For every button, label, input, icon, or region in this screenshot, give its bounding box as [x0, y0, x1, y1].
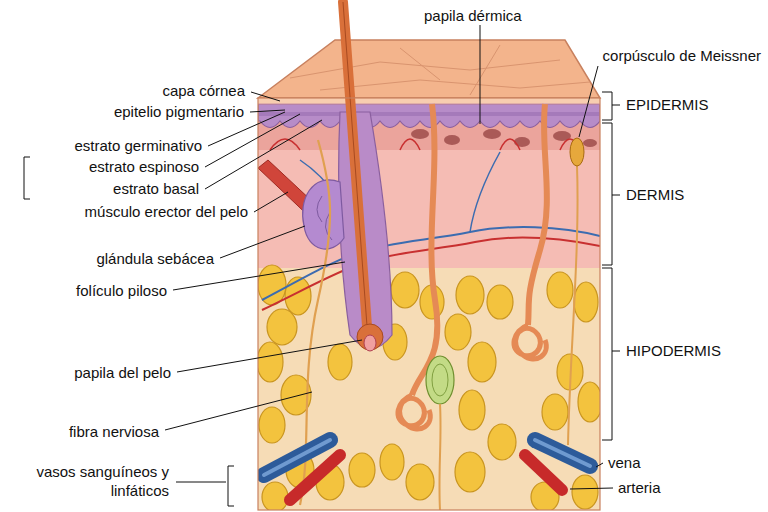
part-label: folículo piloso	[75, 282, 168, 301]
skin-crease	[290, 45, 590, 95]
leader-line	[177, 340, 362, 372]
artery	[290, 455, 340, 500]
fat-lobule	[445, 314, 471, 350]
hair-papilla	[364, 335, 376, 351]
leader-line	[251, 92, 280, 101]
leader-line	[254, 192, 288, 212]
vein	[535, 440, 590, 466]
dermal-dot	[444, 135, 460, 145]
leader-line	[176, 482, 226, 483]
dermal-dot	[411, 129, 429, 139]
layer-boundary	[258, 104, 600, 105]
bracket	[602, 92, 620, 120]
leader-line	[220, 226, 305, 258]
region-label: EPIDERMIS	[625, 96, 710, 115]
layer-label: epitelio pigmentario	[113, 103, 245, 122]
hair-core	[343, 2, 367, 326]
region-label: HIPODERMIS	[625, 342, 722, 361]
leader-line	[205, 120, 322, 189]
fat-lobule	[391, 272, 419, 308]
hypodermis-layer	[258, 268, 600, 510]
corpuscle-layer	[432, 364, 448, 396]
part-label: papila del pelo	[73, 364, 172, 383]
fat-lobule	[547, 272, 573, 308]
sweat-gland	[514, 325, 546, 359]
sweat-gland	[398, 395, 430, 429]
leader-line	[579, 66, 598, 137]
bracket	[602, 123, 620, 265]
fat-lobule	[262, 482, 288, 510]
dermal-dot	[483, 129, 501, 139]
fat-lobule	[455, 452, 485, 492]
fat-lobule	[456, 276, 484, 314]
fat-lobule	[406, 464, 434, 500]
pacini-corpuscle	[426, 356, 454, 404]
basal-stratum	[258, 112, 600, 116]
layer-label: estrato basal	[112, 180, 200, 199]
layer-label: capa córnea	[161, 82, 246, 101]
part-label: vena	[607, 454, 642, 473]
fat-lobule	[258, 342, 283, 382]
leader-line	[205, 114, 300, 167]
fat-lobule	[267, 309, 297, 345]
leader-line	[165, 392, 312, 430]
fat-lobule	[578, 382, 600, 422]
fat-lobule	[487, 285, 513, 319]
fat-lobule	[380, 444, 404, 480]
part-label: papila dérmica	[423, 7, 523, 26]
layer-label: estrato espinoso	[88, 158, 200, 177]
part-label: músculo erector del pelo	[84, 203, 249, 222]
region-label: DERMIS	[625, 186, 685, 205]
fat-lobule	[572, 475, 598, 509]
fat-lobule	[459, 390, 485, 430]
fat-lobule	[542, 394, 568, 430]
fat-lobule	[574, 282, 598, 322]
bracket	[24, 157, 30, 199]
dermal-dot	[514, 137, 530, 147]
bracket	[228, 466, 234, 506]
fat-lobule	[259, 407, 285, 443]
dermal-dot	[583, 139, 597, 147]
meissner-corpuscle	[570, 138, 584, 166]
bracket	[602, 268, 620, 440]
part-label: vasos sanguíneos y linfáticos	[28, 463, 170, 501]
leader-line	[570, 488, 613, 489]
epidermis-layer	[258, 104, 600, 128]
sweat-duct	[412, 104, 437, 395]
fat-lobule	[488, 424, 516, 460]
vein-highlight	[535, 440, 590, 466]
block-outline	[258, 98, 600, 510]
sebaceous-gland	[303, 180, 344, 249]
part-label: glándula sebácea	[95, 250, 215, 269]
skin-surface	[258, 40, 600, 98]
artery	[525, 455, 562, 490]
part-label: fibra nerviosa	[68, 423, 160, 442]
fat-lobule	[468, 342, 496, 382]
leader-line	[250, 110, 285, 112]
part-label: arteria	[617, 479, 662, 498]
part-label: corpúsculo de Meissner	[602, 47, 762, 66]
leader-line	[480, 25, 481, 124]
corneum-layer	[258, 98, 600, 104]
hair-bulb	[357, 324, 383, 350]
fat-lobule	[349, 453, 375, 487]
leader-line	[596, 463, 603, 467]
sweat-duct	[528, 104, 547, 325]
hair-shaft	[343, 2, 367, 326]
nerve-fibre	[439, 404, 440, 510]
fat-lobule	[328, 344, 352, 380]
nerve-fibre	[568, 166, 578, 445]
layer-label: estrato germinativo	[73, 137, 203, 156]
capillary-loop	[270, 139, 580, 150]
